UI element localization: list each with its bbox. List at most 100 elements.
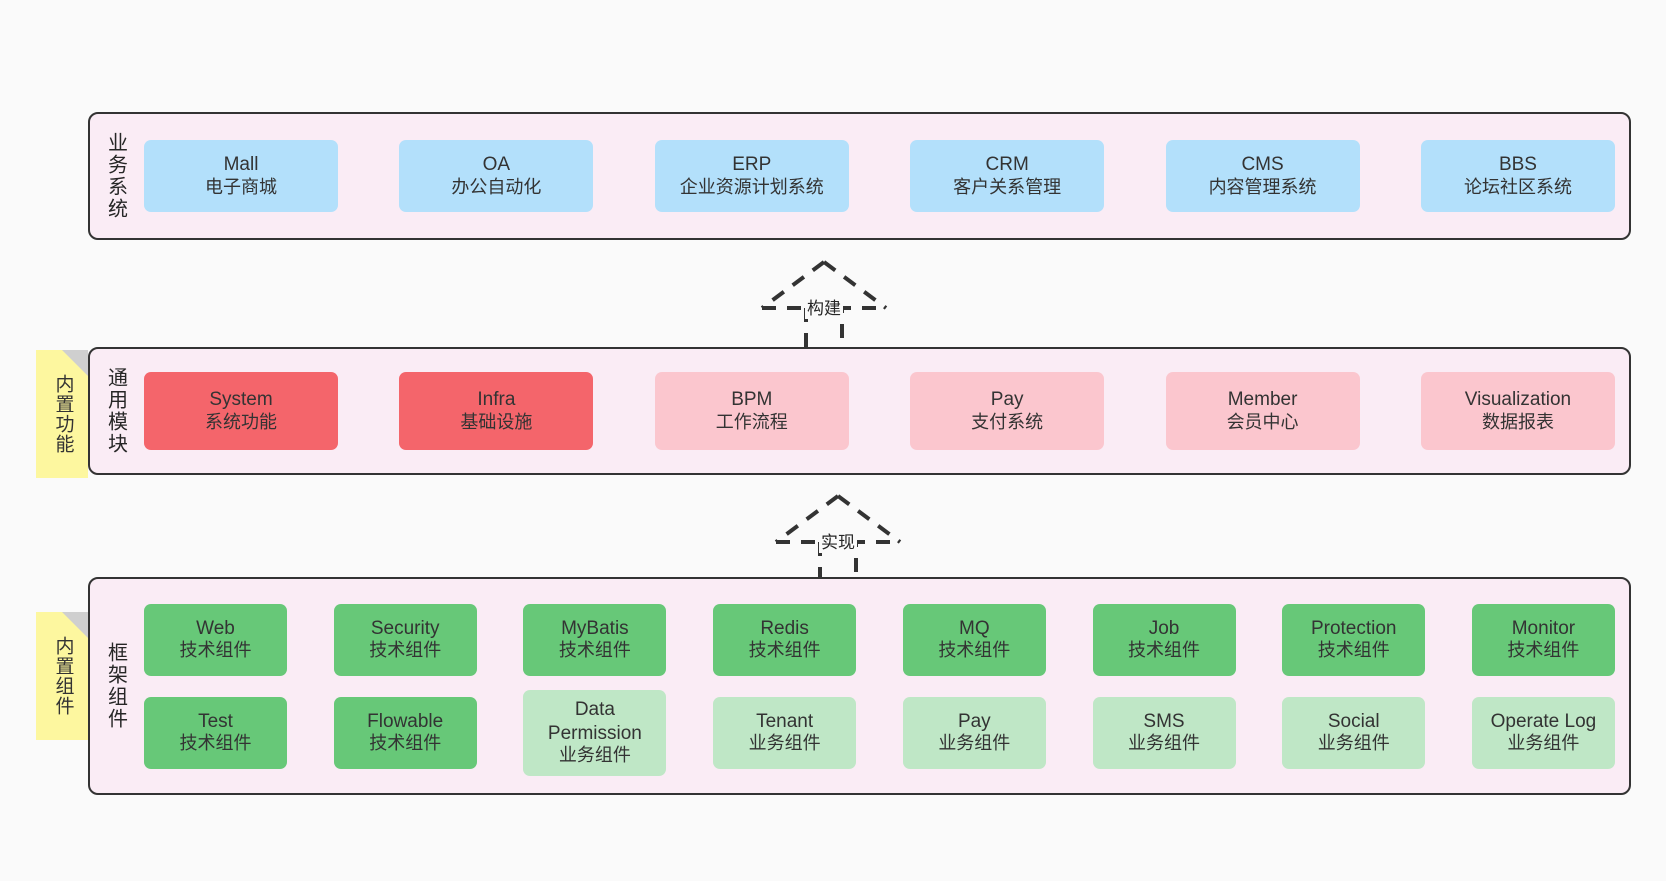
- sticky-fold-corner-icon: [62, 612, 88, 638]
- box-en-label: Redis: [760, 617, 809, 639]
- box-cn-label: 技术组件: [1507, 640, 1580, 661]
- box-en-label: Flowable: [367, 710, 444, 732]
- common-box-infra[interactable]: Infra 基础设施: [399, 372, 594, 450]
- box-en-label: MyBatis: [561, 617, 629, 639]
- box-cn-label: 技术组件: [1128, 640, 1201, 661]
- sticky-note-builtin-features: 内置功能: [36, 350, 88, 478]
- framework-box-monitor[interactable]: Monitor 技术组件: [1471, 603, 1615, 676]
- box-en-label: Visualization: [1464, 389, 1572, 411]
- business-box-erp[interactable]: ERP 企业资源计划系统: [654, 140, 849, 212]
- box-cn-label: 客户关系管理: [953, 176, 1062, 197]
- box-en-label: Security: [370, 617, 440, 639]
- sticky-label: 内置组件: [52, 636, 74, 716]
- business-box-mall[interactable]: Mall 电子商城: [144, 140, 338, 212]
- box-cn-label: 技术组件: [1317, 640, 1390, 661]
- framework-box-test[interactable]: Test 技术组件: [144, 696, 287, 769]
- box-en-label: Pay: [957, 710, 991, 732]
- box-en-label: Operate Log: [1490, 710, 1597, 732]
- box-en-label: CMS: [1241, 154, 1284, 176]
- business-box-oa[interactable]: OA 办公自动化: [399, 140, 594, 212]
- layer-common-modules: 通用模块 System 系统功能 Infra 基础设施 BPM 工作流程 Pay…: [88, 347, 1631, 475]
- box-cn-label: 基础设施: [460, 411, 533, 432]
- box-cn-label: 业务组件: [1507, 733, 1580, 754]
- framework-box-sms[interactable]: SMS 业务组件: [1092, 696, 1236, 769]
- box-en-label: Mall: [223, 154, 259, 176]
- common-box-member[interactable]: Member 会员中心: [1165, 372, 1360, 450]
- layer-framework-components: 框架组件 Web 技术组件 Security 技术组件 MyBatis 技术组件…: [88, 577, 1631, 795]
- box-en-label: CRM: [985, 154, 1029, 176]
- box-cn-label: 业务组件: [938, 733, 1011, 754]
- box-cn-label: 支付系统: [971, 411, 1044, 432]
- framework-box-mybatis[interactable]: MyBatis 技术组件: [523, 603, 667, 676]
- connector-implement-arrow: 实现: [758, 492, 918, 592]
- business-box-cms[interactable]: CMS 内容管理系统: [1165, 140, 1360, 212]
- box-cn-label: 技术组件: [369, 733, 442, 754]
- framework-box-tenant[interactable]: Tenant 业务组件: [713, 696, 857, 769]
- common-box-pay[interactable]: Pay 支付系统: [910, 372, 1105, 450]
- box-en-label: Monitor: [1511, 617, 1576, 639]
- framework-row-technical: Web 技术组件 Security 技术组件 MyBatis 技术组件 Redi…: [144, 593, 1615, 686]
- layer-business-systems: 业务系统 Mall 电子商城 OA 办公自动化 ERP 企业资源计划系统 CRM…: [88, 112, 1631, 240]
- box-en-label: BPM: [731, 389, 773, 411]
- framework-box-data-permission[interactable]: Data Permission 业务组件: [523, 689, 667, 776]
- box-cn-label: 业务组件: [1317, 733, 1390, 754]
- box-en-label: Job: [1148, 617, 1180, 639]
- common-box-bpm[interactable]: BPM 工作流程: [654, 372, 849, 450]
- box-cn-label: 数据报表: [1481, 411, 1554, 432]
- connector-implement-label: 实现: [819, 528, 857, 553]
- framework-box-redis[interactable]: Redis 技术组件: [713, 603, 857, 676]
- framework-box-pay[interactable]: Pay 业务组件: [902, 696, 1046, 769]
- business-box-crm[interactable]: CRM 客户关系管理: [910, 140, 1105, 212]
- sticky-label: 内置功能: [52, 374, 74, 454]
- box-en-label: Infra: [477, 389, 516, 411]
- box-cn-label: 技术组件: [179, 733, 252, 754]
- framework-row-business: Test 技术组件 Flowable 技术组件 Data Permission …: [144, 686, 1615, 779]
- box-cn-label: 技术组件: [938, 640, 1011, 661]
- layer-body-common: System 系统功能 Infra 基础设施 BPM 工作流程 Pay 支付系统…: [140, 349, 1629, 473]
- box-en-label: Pay: [990, 389, 1024, 411]
- framework-box-security[interactable]: Security 技术组件: [333, 603, 477, 676]
- connector-build-label: 构建: [805, 294, 843, 319]
- box-cn-label: 系统功能: [205, 411, 277, 432]
- box-en-label: Tenant: [756, 710, 814, 732]
- business-box-bbs[interactable]: BBS 论坛社区系统: [1420, 140, 1615, 212]
- box-cn-label: 业务组件: [748, 733, 821, 754]
- box-en-label: Member: [1227, 389, 1298, 411]
- layer-title-framework: 框架组件: [104, 642, 127, 730]
- box-en-label: BBS: [1498, 154, 1537, 176]
- box-cn-label: 内容管理系统: [1208, 176, 1317, 197]
- box-en-label: OA: [482, 154, 511, 176]
- box-en-label: Web: [196, 617, 235, 639]
- common-box-system[interactable]: System 系统功能: [144, 372, 338, 450]
- box-cn-label: 会员中心: [1226, 411, 1299, 432]
- framework-box-operate-log[interactable]: Operate Log 业务组件: [1471, 696, 1615, 769]
- layer-title-common: 通用模块: [104, 367, 127, 455]
- box-en-label: ERP: [732, 154, 772, 176]
- box-cn-label: 技术组件: [369, 640, 442, 661]
- box-cn-label: 技术组件: [558, 640, 631, 661]
- layer-body-business: Mall 电子商城 OA 办公自动化 ERP 企业资源计划系统 CRM 客户关系…: [140, 114, 1629, 238]
- box-cn-label: 业务组件: [1128, 733, 1201, 754]
- box-cn-label: 技术组件: [748, 640, 821, 661]
- box-en-label: MQ: [959, 617, 990, 639]
- layer-title-business: 业务系统: [104, 132, 127, 220]
- framework-box-web[interactable]: Web 技术组件: [144, 603, 287, 676]
- box-cn-label: 论坛社区系统: [1463, 176, 1572, 197]
- framework-box-social[interactable]: Social 业务组件: [1282, 696, 1426, 769]
- framework-box-flowable[interactable]: Flowable 技术组件: [333, 696, 477, 769]
- framework-box-protection[interactable]: Protection 技术组件: [1282, 603, 1426, 676]
- framework-box-mq[interactable]: MQ 技术组件: [902, 603, 1046, 676]
- box-cn-label: 企业资源计划系统: [679, 176, 824, 197]
- layer-body-framework: Web 技术组件 Security 技术组件 MyBatis 技术组件 Redi…: [140, 579, 1629, 793]
- box-en-label: Protection: [1310, 617, 1397, 639]
- box-en-label: SMS: [1143, 710, 1185, 732]
- box-en-label: Social: [1327, 710, 1380, 732]
- box-cn-label: 技术组件: [179, 640, 252, 661]
- box-en-label: Data Permission: [547, 699, 642, 744]
- box-cn-label: 办公自动化: [451, 176, 542, 197]
- sticky-fold-corner-icon: [62, 350, 88, 376]
- common-box-visualization[interactable]: Visualization 数据报表: [1420, 372, 1615, 450]
- box-cn-label: 业务组件: [558, 744, 631, 765]
- framework-box-job[interactable]: Job 技术组件: [1092, 603, 1236, 676]
